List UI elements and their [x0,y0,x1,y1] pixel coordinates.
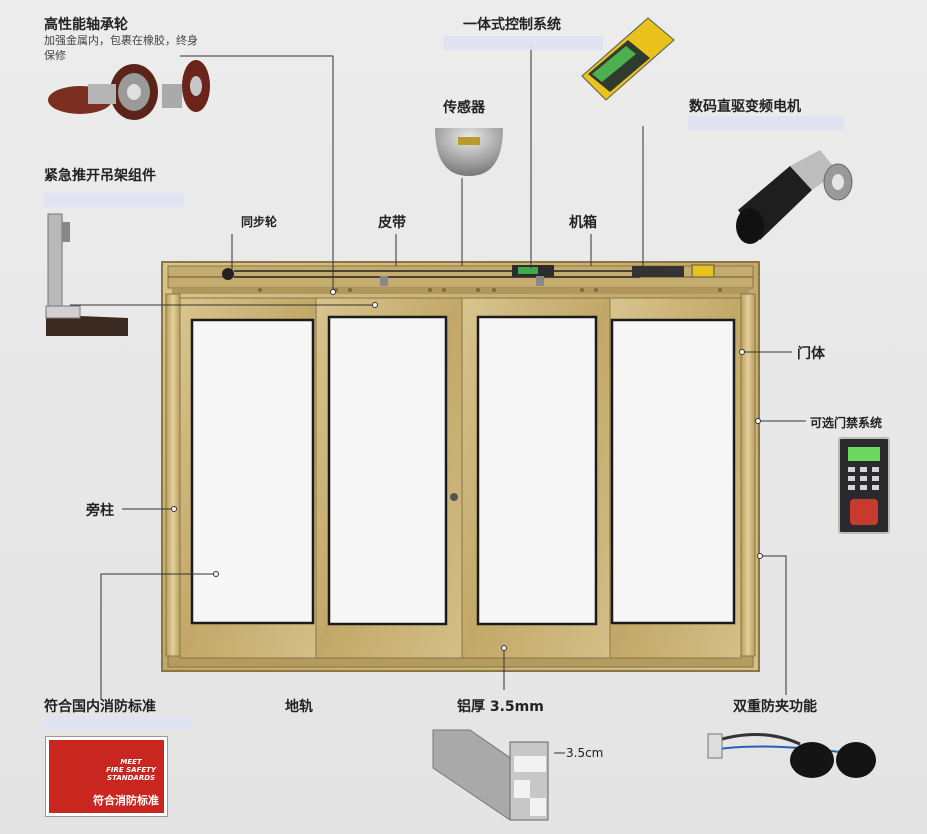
label-door-body: 门体 [797,346,825,362]
header-components [222,264,722,292]
fire-safety-sign: MEET FIRE SAFETY STANDARDS 符合消防标准 [46,737,167,816]
bearing-wheel-icon [48,60,210,120]
label-bearing: 高性能轴承轮 [44,17,128,33]
sensor-icon [435,128,503,176]
label-hanger: 紧急推开吊架组件 [44,168,156,184]
callout-lines [70,44,806,754]
label-control-system: 一体式控制系统 [463,17,561,33]
fire-sign-cn: 符合消防标准 [93,794,159,807]
label-profile-dim: 3.5cm [566,746,604,760]
highlight-strip [688,116,844,130]
label-belt: 皮带 [378,215,406,231]
label-aluminum: 铝厚 3.5mm [457,699,544,715]
label-access-control: 可选门禁系统 [810,416,883,430]
door-leaves [179,297,742,659]
aluminum-profile-icon [432,729,549,821]
label-motor: 数码直驱变频电机 [689,99,801,115]
highlight-strip [443,36,603,50]
motor-icon [736,150,853,244]
label-side-post: 旁柱 [86,503,114,519]
label-anti-pinch: 双重防夹功能 [733,699,817,715]
controller-icon [581,17,675,101]
highlight-strip [44,716,194,730]
keypad-icon [838,437,890,534]
label-gearbox: 机箱 [569,215,597,231]
highlight-strip [44,193,184,207]
label-sensor: 传感器 [443,100,485,116]
label-bearing-desc: 加强金属内，包裹在橡胶，终身保修 [44,34,198,62]
label-fire-standard: 符合国内消防标准 [44,699,156,715]
label-ground-rail: 地轨 [285,699,313,715]
callout-dots [171,289,763,651]
fire-sign-text: MEET FIRE SAFETY STANDARDS [106,758,156,782]
anti-pinch-sensor-icon [707,733,876,778]
label-sync-wheel: 同步轮 [241,215,278,229]
hanger-icon [45,213,128,336]
